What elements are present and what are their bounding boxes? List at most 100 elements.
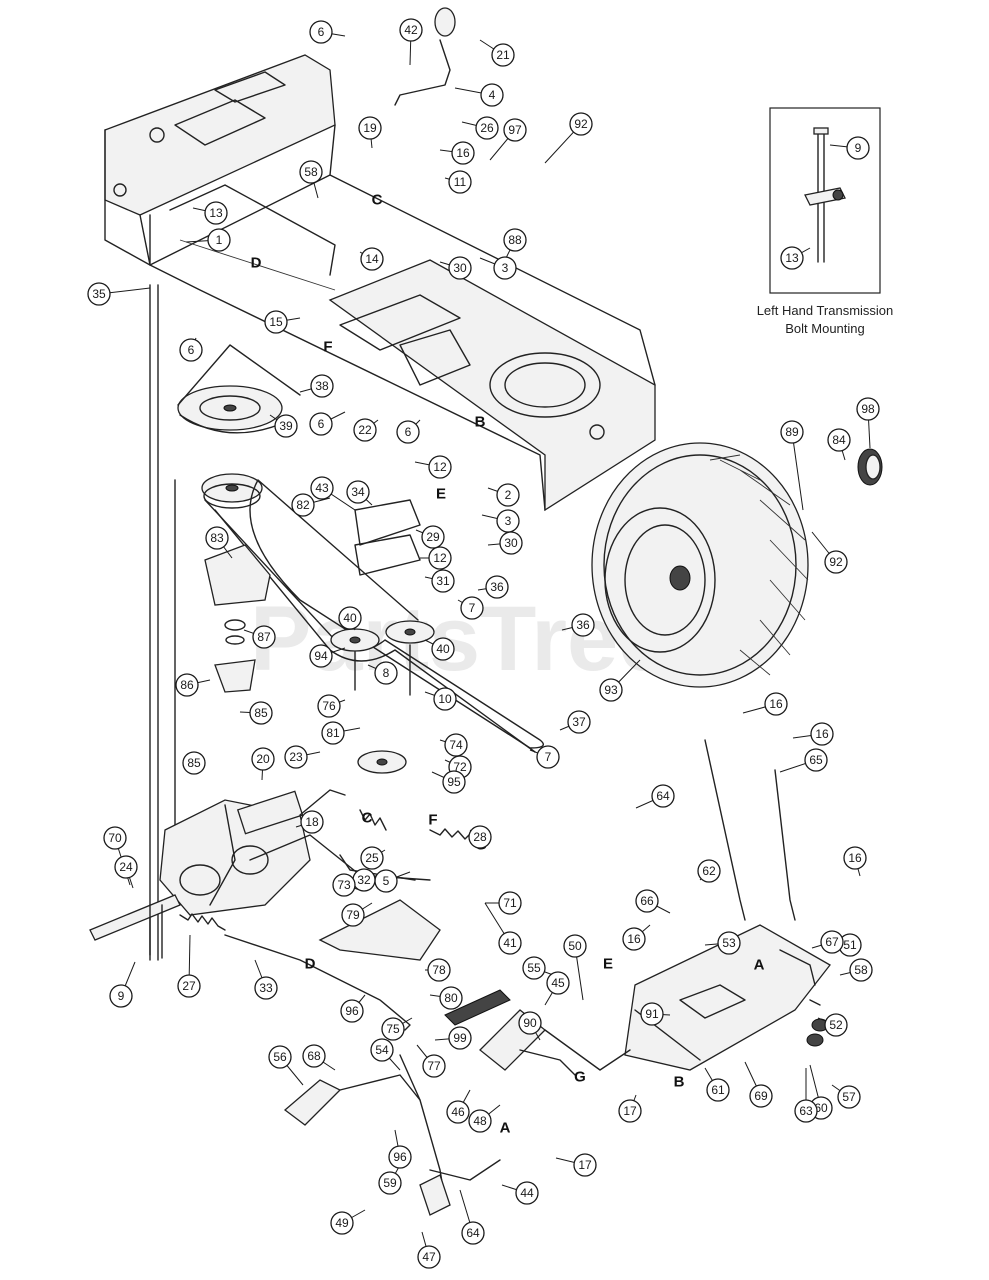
callout-circle	[546, 971, 570, 995]
part-callout-6: 6	[309, 412, 333, 436]
callout-number: 80	[444, 991, 458, 1005]
callout-number: 35	[92, 287, 106, 301]
callout-circle	[317, 694, 341, 718]
callout-number: 39	[279, 419, 293, 433]
reference-letter-a: A	[500, 1120, 511, 1137]
callout-number: 78	[432, 963, 446, 977]
reference-letter-c: C	[372, 192, 383, 209]
callout-number: 91	[645, 1007, 659, 1021]
part-callout-82: 82	[291, 493, 315, 517]
callout-circle	[451, 141, 475, 165]
callout-number: 12	[433, 551, 447, 565]
callout-circle	[346, 480, 370, 504]
part-callout-90: 90	[518, 1011, 542, 1035]
callout-circle	[764, 692, 788, 716]
callout-number: 28	[473, 830, 487, 844]
part-callout-35: 35	[87, 282, 111, 306]
callout-circle	[431, 569, 455, 593]
callout-circle	[358, 116, 382, 140]
callout-circle	[300, 810, 324, 834]
callout-number: 53	[722, 936, 736, 950]
callout-number: 14	[365, 252, 379, 266]
part-callout-52: 52	[824, 1013, 848, 1037]
callout-circle	[182, 751, 206, 775]
part-callout-8: 8	[374, 661, 398, 685]
callout-circle	[448, 256, 472, 280]
callout-circle	[87, 282, 111, 306]
callout-circle	[503, 118, 527, 142]
callout-number: 22	[358, 423, 372, 437]
callout-number: 96	[393, 1150, 407, 1164]
callout-number: 18	[305, 815, 319, 829]
callout-number: 50	[568, 939, 582, 953]
callout-number: 82	[296, 498, 310, 512]
callout-circle	[274, 414, 298, 438]
part-callout-71: 71	[498, 891, 522, 915]
reference-letter-g: G	[574, 1069, 586, 1086]
callout-number: 16	[815, 727, 829, 741]
callout-circle	[498, 891, 522, 915]
part-callout-9: 9	[109, 984, 133, 1008]
callout-number: 13	[209, 206, 223, 220]
part-callout-54: 54	[370, 1038, 394, 1062]
callout-number: 90	[523, 1016, 537, 1030]
part-callout-11: 11	[448, 170, 472, 194]
part-callout-69: 69	[749, 1084, 773, 1108]
callout-number: 66	[640, 894, 654, 908]
callout-circle	[622, 927, 646, 951]
part-callout-22: 22	[353, 418, 377, 442]
reference-letter-c: C	[362, 810, 373, 827]
part-callout-89: 89	[780, 420, 804, 444]
part-callout-42: 42	[399, 18, 423, 42]
callout-number: 92	[574, 117, 588, 131]
part-callout-30: 30	[499, 531, 523, 555]
callout-number: 26	[480, 121, 494, 135]
callout-number: 55	[527, 961, 541, 975]
callout-number: 85	[187, 756, 201, 770]
transmission	[89, 789, 346, 959]
inset-caption-line1: Left Hand Transmission	[757, 303, 894, 318]
callout-circle	[309, 20, 333, 44]
control-linkage	[224, 809, 486, 1031]
callout-number: 89	[785, 425, 799, 439]
callout-number: 62	[702, 864, 716, 878]
callout-circle	[332, 873, 356, 897]
pulley-assembly	[177, 344, 544, 774]
callout-number: 42	[404, 23, 418, 37]
callout-number: 87	[257, 630, 271, 644]
callout-number: 29	[426, 530, 440, 544]
callout-number: 88	[508, 233, 522, 247]
rear-tire	[591, 442, 809, 688]
part-callout-58: 58	[849, 958, 873, 982]
callout-number: 76	[322, 699, 336, 713]
callout-circle	[468, 1109, 492, 1133]
callout-circle	[496, 483, 520, 507]
callout-circle	[249, 701, 273, 725]
callout-number: 40	[436, 642, 450, 656]
part-callout-99: 99	[448, 1026, 472, 1050]
callout-circle	[309, 644, 333, 668]
callout-number: 6	[405, 425, 412, 439]
callout-number: 69	[754, 1089, 768, 1103]
callout-circle	[433, 687, 457, 711]
callout-number: 41	[503, 936, 517, 950]
callout-circle	[291, 493, 315, 517]
callout-circle	[399, 18, 423, 42]
part-callout-3: 3	[496, 509, 520, 533]
part-callout-91: 91	[640, 1002, 664, 1026]
part-callout-96: 96	[340, 999, 364, 1023]
callout-number: 44	[520, 1186, 534, 1200]
callout-circle	[498, 931, 522, 955]
part-callout-86: 86	[175, 673, 199, 697]
callout-number: 10	[438, 692, 452, 706]
callout-number: 20	[256, 752, 270, 766]
hub-cap	[857, 448, 883, 486]
callout-number: 65	[809, 753, 823, 767]
part-callout-92: 92	[569, 112, 593, 136]
callout-circle	[468, 825, 492, 849]
part-callout-74: 74	[444, 733, 468, 757]
callout-number: 79	[346, 908, 360, 922]
callout-circle	[360, 247, 384, 271]
callout-number: 19	[363, 121, 377, 135]
